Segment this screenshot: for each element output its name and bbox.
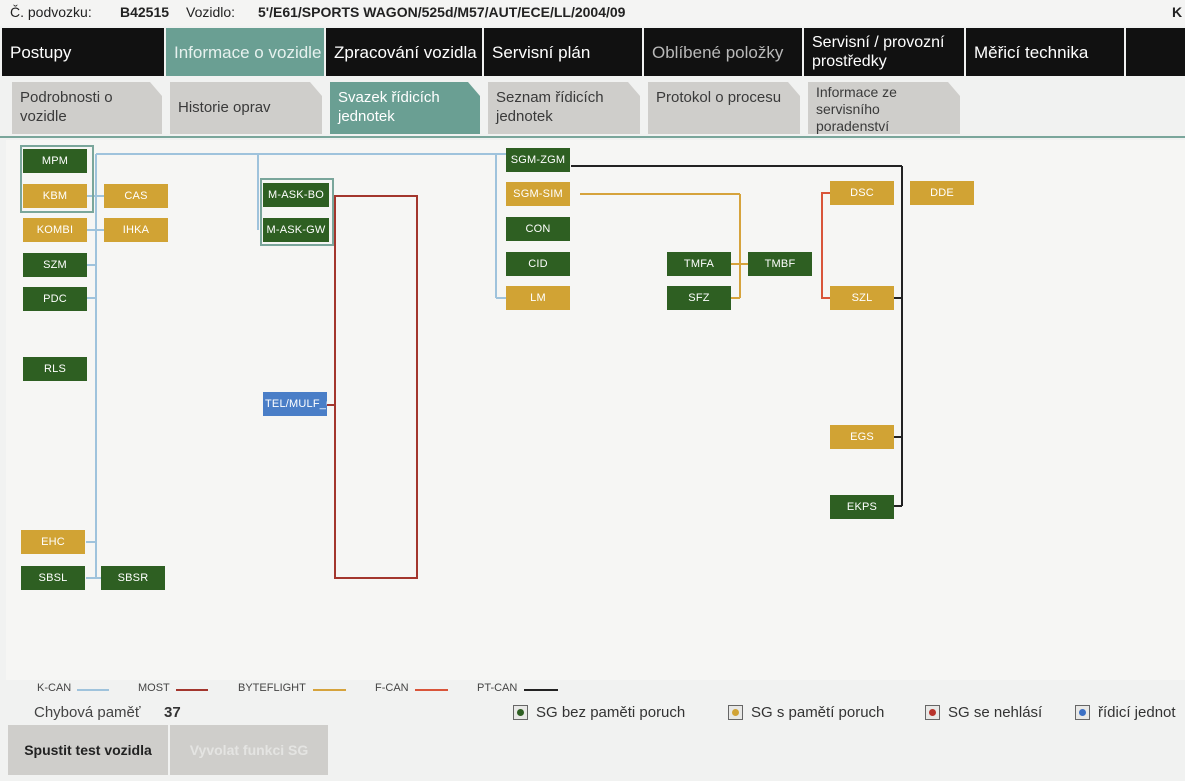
- status-ecu-icon: [1075, 705, 1090, 720]
- ecu-cid[interactable]: CID: [506, 252, 570, 276]
- byteflight-lines: [580, 193, 748, 299]
- vehicle-value: 5'/E61/SPORTS WAGON/525d/M57/AUT/ECE/LL/…: [258, 4, 626, 20]
- tab-postupy[interactable]: Postupy: [2, 28, 164, 76]
- status-fault-icon: [728, 705, 743, 720]
- status-legend-ecu: řídicí jednot: [1075, 704, 1185, 721]
- legend-byteflight-line: [313, 689, 346, 691]
- ecu-sfz[interactable]: SFZ: [667, 286, 731, 310]
- legend-f-can-line: [415, 689, 448, 691]
- ecu-egs[interactable]: EGS: [830, 425, 894, 449]
- ecu-sbsr[interactable]: SBSR: [101, 566, 165, 590]
- status-no-response-icon: [925, 705, 940, 720]
- tab-overflow: [1126, 28, 1185, 76]
- ecu-sgm-sim[interactable]: SGM-SIM: [506, 182, 570, 206]
- subtab-historie-oprav[interactable]: Historie oprav: [170, 82, 322, 134]
- vehicle-label: Vozidlo:: [186, 4, 236, 20]
- ecu-ihka[interactable]: IHKA: [104, 218, 168, 242]
- header-corner-text: K: [1172, 4, 1183, 20]
- subtab-seznam-ridicich-jednotek[interactable]: Seznam řídicích jednotek: [488, 82, 640, 134]
- main-tab-bar: Postupy Informace o vozidle Zpracování v…: [0, 26, 1185, 78]
- ecu-lm[interactable]: LM: [506, 286, 570, 310]
- header-bar: Č. podvozku: B42515 Vozidlo: 5'/E61/SPOR…: [0, 0, 1185, 27]
- status-legend-ok: SG bez paměti poruch: [513, 704, 685, 721]
- legend-pt-can-label: PT-CAN: [477, 682, 518, 694]
- ecu-cas[interactable]: CAS: [104, 184, 168, 208]
- legend-pt-can-line: [524, 689, 558, 691]
- status-ecu-label: řídicí jednot: [1098, 704, 1176, 721]
- status-no-response-label: SG se nehlásí: [948, 704, 1043, 721]
- ecu-group-frame-left: [20, 145, 94, 213]
- status-ok-icon: [513, 705, 528, 720]
- bus-lines: [86, 153, 903, 579]
- legend-most-line: [176, 689, 208, 691]
- ecu-ekps[interactable]: EKPS: [830, 495, 894, 519]
- most-lines: [327, 195, 418, 579]
- tab-merici-technika[interactable]: Měřicí technika: [966, 28, 1124, 76]
- ecu-tmfa[interactable]: TMFA: [667, 252, 731, 276]
- ecu-ehc[interactable]: EHC: [21, 530, 85, 554]
- subtab-informace-ze-servisniho-poradenstvi[interactable]: Informace ze servisního poradenství: [808, 82, 960, 134]
- ecu-tmbf[interactable]: TMBF: [748, 252, 812, 276]
- legend-k-can-label: K-CAN: [37, 682, 72, 694]
- tab-zpracovani-vozidla[interactable]: Zpracování vozidla: [326, 28, 482, 76]
- fault-memory-count: 37: [164, 704, 181, 721]
- call-ecu-function-button[interactable]: Vyvolat funkci SG: [170, 725, 328, 775]
- sub-tab-bar: Podrobnosti o vozidle Historie oprav Sva…: [0, 80, 1185, 138]
- subtab-svazek-ridicich-jednotek[interactable]: Svazek řídicích jednotek: [330, 82, 480, 134]
- pt-can-lines: [571, 165, 903, 507]
- tab-oblibene-polozky[interactable]: Oblíbené položky: [644, 28, 802, 76]
- subtab-podrobnosti-o-vozidle[interactable]: Podrobnosti o vozidle: [12, 82, 162, 134]
- ecu-network-diagram: MPM KBM CAS KOMBI IHKA SZM PDC RLS EHC S…: [6, 140, 1185, 680]
- status-legend-no-response: SG se nehlásí: [925, 704, 1042, 721]
- ecu-szm[interactable]: SZM: [23, 253, 87, 277]
- k-can-lines: [86, 153, 506, 579]
- ecu-mpm[interactable]: MPM: [23, 149, 87, 173]
- subtab-protokol-o-procesu[interactable]: Protokol o procesu: [648, 82, 800, 134]
- ecu-tel-mulf[interactable]: TEL/MULF_0: [263, 392, 327, 416]
- legend-f-can-label: F-CAN: [375, 682, 409, 694]
- ecu-rls[interactable]: RLS: [23, 357, 87, 381]
- tab-informace-o-vozidle[interactable]: Informace o vozidle: [166, 28, 324, 76]
- legend-most-label: MOST: [138, 682, 170, 694]
- chassis-label: Č. podvozku:: [10, 4, 92, 20]
- chassis-value: B42515: [120, 4, 170, 20]
- ecu-pdc[interactable]: PDC: [23, 287, 87, 311]
- ecu-group-frame-mask: [260, 178, 334, 246]
- status-legend-fault: SG s pamětí poruch: [728, 704, 884, 721]
- ecu-m-ask-gw[interactable]: M-ASK-GW: [263, 218, 329, 242]
- ecu-con[interactable]: CON: [506, 217, 570, 241]
- ecu-sgm-zgm[interactable]: SGM-ZGM: [506, 148, 570, 172]
- ecu-dsc[interactable]: DSC: [830, 181, 894, 205]
- fault-memory-label: Chybová paměť: [34, 704, 141, 721]
- legend-k-can-line: [77, 689, 109, 691]
- legend-byteflight-label: BYTEFLIGHT: [238, 682, 306, 694]
- tab-servisni-plan[interactable]: Servisní plán: [484, 28, 642, 76]
- status-ok-label: SG bez paměti poruch: [536, 704, 686, 721]
- ecu-sbsl[interactable]: SBSL: [21, 566, 85, 590]
- ecu-dde[interactable]: DDE: [910, 181, 974, 205]
- ecu-m-ask-bo[interactable]: M-ASK-BO: [263, 183, 329, 207]
- status-fault-label: SG s pamětí poruch: [751, 704, 885, 721]
- ecu-kbm[interactable]: KBM: [23, 184, 87, 208]
- ecu-kombi[interactable]: KOMBI: [23, 218, 87, 242]
- tab-servisni-provozni-prostredky[interactable]: Servisní / provozní prostředky: [804, 28, 964, 76]
- start-vehicle-test-button[interactable]: Spustit test vozidla: [8, 725, 168, 775]
- ecu-szl[interactable]: SZL: [830, 286, 894, 310]
- f-can-lines: [821, 192, 830, 299]
